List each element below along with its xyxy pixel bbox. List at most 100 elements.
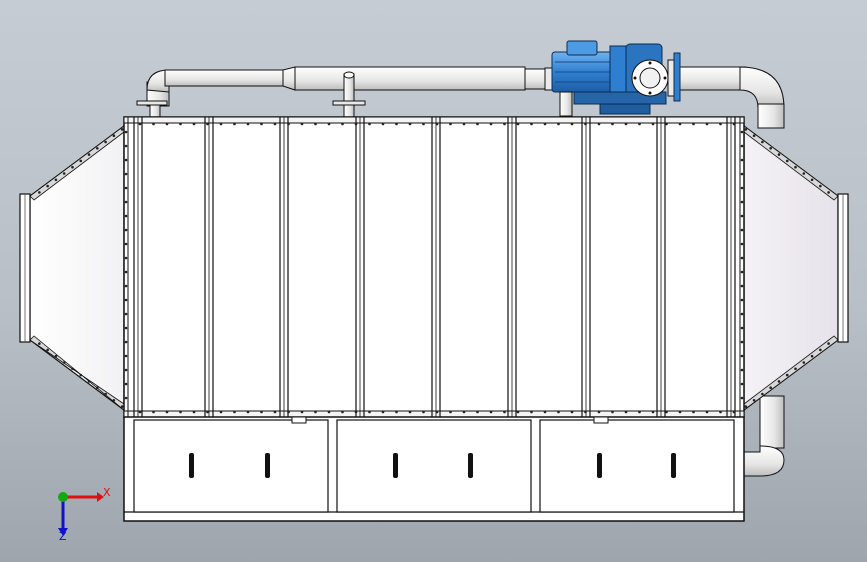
- bolt: [651, 410, 655, 414]
- bolt: [740, 340, 744, 344]
- panel-frames: [133, 117, 736, 417]
- panel-post: [431, 117, 441, 417]
- bolt: [732, 410, 736, 414]
- bolt: [219, 410, 223, 414]
- bolt: [287, 122, 290, 126]
- bolt: [678, 410, 682, 414]
- bolt: [719, 122, 722, 126]
- panel-post: [133, 117, 143, 417]
- bolt: [79, 373, 83, 377]
- bolt: [233, 122, 236, 126]
- bolt: [62, 172, 66, 175]
- bolt: [124, 354, 128, 358]
- bolt: [341, 410, 344, 414]
- bolt: [705, 122, 709, 126]
- bolt: [769, 386, 772, 390]
- base-brackets: [291, 416, 609, 424]
- circulation-pump[interactable]: [524, 40, 681, 117]
- bolt: [584, 410, 587, 414]
- bolt: [810, 178, 814, 182]
- bolt: [87, 380, 91, 383]
- bolt: [124, 382, 128, 386]
- bolt: [408, 410, 412, 414]
- bolt: [740, 284, 744, 288]
- panel-post: [656, 117, 666, 417]
- bolt: [192, 122, 196, 126]
- bolt: [96, 147, 99, 150]
- panel-post: [279, 117, 289, 417]
- bolt: [206, 122, 209, 126]
- bolt: [314, 122, 317, 126]
- bolt: [827, 191, 830, 194]
- bolt: [124, 242, 128, 246]
- bolt: [341, 122, 344, 126]
- bolt: [124, 144, 128, 148]
- bolt: [740, 186, 744, 190]
- bolt: [761, 140, 764, 144]
- panel-post: [204, 117, 214, 417]
- right-outlet-hood[interactable]: [743, 124, 849, 412]
- view-orientation-triad: [58, 492, 104, 536]
- bolt: [785, 159, 789, 163]
- bolt: [124, 130, 128, 134]
- door-handle: [671, 453, 676, 478]
- bolt: [638, 122, 641, 126]
- bolt: [752, 399, 756, 402]
- bolt: [152, 410, 155, 414]
- bolt: [665, 122, 668, 126]
- bolt: [273, 410, 277, 414]
- bolt: [462, 410, 466, 414]
- bolt: [368, 410, 371, 414]
- bolt: [744, 405, 748, 408]
- bolt: [503, 410, 506, 414]
- bolt: [395, 410, 398, 414]
- panel-post: [726, 117, 736, 417]
- bolt: [71, 367, 74, 371]
- bolt: [395, 122, 398, 126]
- bolt: [769, 147, 772, 150]
- bolt: [138, 122, 142, 126]
- bolt: [124, 270, 128, 274]
- bolt: [611, 410, 614, 414]
- bolt: [785, 373, 789, 377]
- bolt: [124, 200, 128, 204]
- left-inlet-hood[interactable]: [19, 124, 125, 412]
- bolt: [124, 340, 128, 344]
- bolt: [124, 158, 128, 162]
- panel-post: [507, 117, 517, 417]
- bolt: [584, 122, 587, 126]
- bolt: [165, 122, 169, 126]
- bolt: [732, 122, 736, 126]
- bolt: [124, 172, 128, 176]
- tower-body[interactable]: [123, 116, 745, 418]
- bolt: [794, 367, 797, 371]
- bolt: [530, 122, 533, 126]
- bolt: [740, 270, 744, 274]
- bolt: [422, 122, 425, 126]
- bolt: [819, 184, 822, 188]
- bolt: [570, 410, 574, 414]
- triad-z-label: Z: [59, 530, 67, 543]
- bolt: [38, 342, 41, 345]
- bolt: [462, 122, 466, 126]
- bolt: [740, 396, 744, 400]
- tank-door-right[interactable]: [539, 419, 735, 513]
- bolt: [543, 122, 547, 126]
- bolt: [46, 184, 49, 188]
- bolt: [435, 410, 439, 414]
- bolt: [611, 122, 614, 126]
- bolt: [179, 122, 182, 126]
- bolt: [740, 312, 744, 316]
- bolt: [802, 172, 806, 175]
- bolt: [740, 200, 744, 204]
- tank-door-left[interactable]: [133, 419, 329, 513]
- door-handle: [468, 453, 473, 478]
- bolt: [810, 354, 814, 358]
- tank-door-middle[interactable]: [336, 419, 532, 513]
- bolt: [819, 348, 822, 352]
- bolt: [740, 368, 744, 372]
- bolt: [794, 165, 797, 169]
- bolt: [435, 122, 439, 126]
